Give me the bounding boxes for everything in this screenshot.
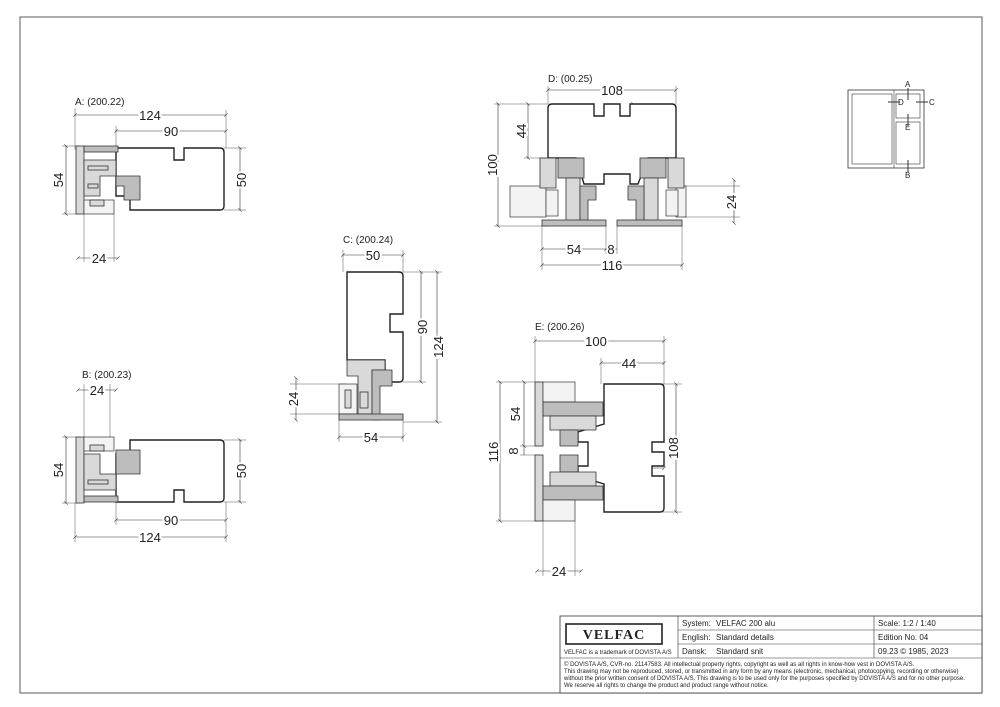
sheet-border (19, 16, 983, 694)
detail-a-dim-24: 24 (92, 251, 106, 266)
key-plan: A D C E B (847, 80, 935, 180)
dansk-label: Dansk: (682, 647, 707, 656)
detail-e-dim-54: 54 (508, 407, 523, 421)
detail-d-dim-100: 100 (485, 154, 500, 176)
detail-d: D: (00.25) 108 44 100 66 24 54 8 116 (483, 74, 741, 275)
detail-c-dim-24: 24 (286, 392, 301, 406)
detail-e-dim-116: 116 (486, 442, 501, 463)
disclaimer-line-2: This drawing may not be reproduced, stor… (564, 669, 959, 675)
english-value: Standard details (716, 633, 774, 642)
detail-b: B: (200.23) 24 54 50 90 124 (49, 370, 251, 547)
detail-c-dim-50: 50 (366, 248, 380, 263)
detail-d-label: D: (00.25) (548, 74, 592, 85)
detail-a-dim-124: 124 (139, 108, 161, 123)
detail-d-dim-116: 116 (602, 258, 623, 273)
disclaimer-line-1: © DOVISTA A/S, CVR-no. 21147583. All int… (564, 661, 915, 668)
detail-b-dim-54: 54 (51, 463, 66, 477)
velfac-logo (565, 623, 663, 645)
detail-d-dim-108: 108 (601, 83, 623, 98)
disclaimer-line-3: without the prior written consent of DOV… (563, 676, 965, 682)
title-block: VELFAC VELFAC is a trademark of DOVISTA … (559, 615, 983, 694)
trademark-note: VELFAC is a trademark of DOVISTA A/S (564, 650, 672, 656)
english-label: English: (682, 633, 710, 642)
detail-a-dim-90: 90 (164, 124, 178, 139)
detail-a-label: A: (200.22) (75, 97, 124, 108)
detail-b-dim-124: 124 (139, 530, 161, 545)
detail-c-dim-124: 124 (431, 336, 446, 358)
detail-a-dim-54: 54 (51, 173, 66, 187)
detail-e-dim-44: 44 (622, 356, 636, 371)
dansk-value: Standard snit (716, 647, 764, 656)
key-label-e: E (905, 123, 910, 132)
detail-d-dim-54: 54 (567, 242, 581, 257)
detail-c: C: (200.24) 50 90 124 24 54 (284, 235, 448, 447)
detail-d-dim-44: 44 (514, 124, 529, 138)
scale-text: Scale: 1:2 / 1:40 (878, 619, 936, 628)
detail-e: E: (200.26) 100 44 54 8 116 66 108 24 (484, 322, 683, 581)
detail-e-dim-108: 108 (666, 437, 681, 459)
detail-e-label: E: (200.26) (535, 322, 584, 333)
detail-c-dim-90: 90 (415, 320, 430, 334)
detail-a-dim-50: 50 (234, 173, 249, 187)
key-label-d: D (898, 98, 904, 107)
detail-e-dim-100: 100 (585, 334, 607, 349)
velfac-logo-text: VELFAC (583, 628, 646, 643)
system-label: System: (682, 619, 711, 628)
key-label-b: B (905, 171, 910, 180)
key-label-a: A (905, 80, 911, 89)
detail-c-dim-54: 54 (364, 430, 378, 445)
detail-d-dim-24: 24 (724, 195, 739, 209)
disclaimer-line-4: We reserve all rights to change the prod… (564, 683, 769, 689)
key-label-c: C (929, 98, 935, 107)
detail-b-dim-24: 24 (90, 383, 104, 398)
date-text: 09.23 © 1985, 2023 (878, 647, 949, 656)
detail-b-dim-90: 90 (164, 513, 178, 528)
detail-e-dim-8: 8 (506, 447, 521, 454)
detail-a: A: (200.22) 124 90 54 50 24 (49, 97, 251, 268)
edition-text: Edition No. 04 (878, 633, 929, 642)
detail-b-label: B: (200.23) (82, 370, 131, 381)
detail-d-dim-8: 8 (607, 242, 614, 257)
detail-c-label: C: (200.24) (343, 235, 393, 246)
detail-e-dim-24: 24 (552, 564, 566, 579)
detail-b-dim-50: 50 (234, 464, 249, 478)
system-value: VELFAC 200 alu (716, 619, 775, 628)
